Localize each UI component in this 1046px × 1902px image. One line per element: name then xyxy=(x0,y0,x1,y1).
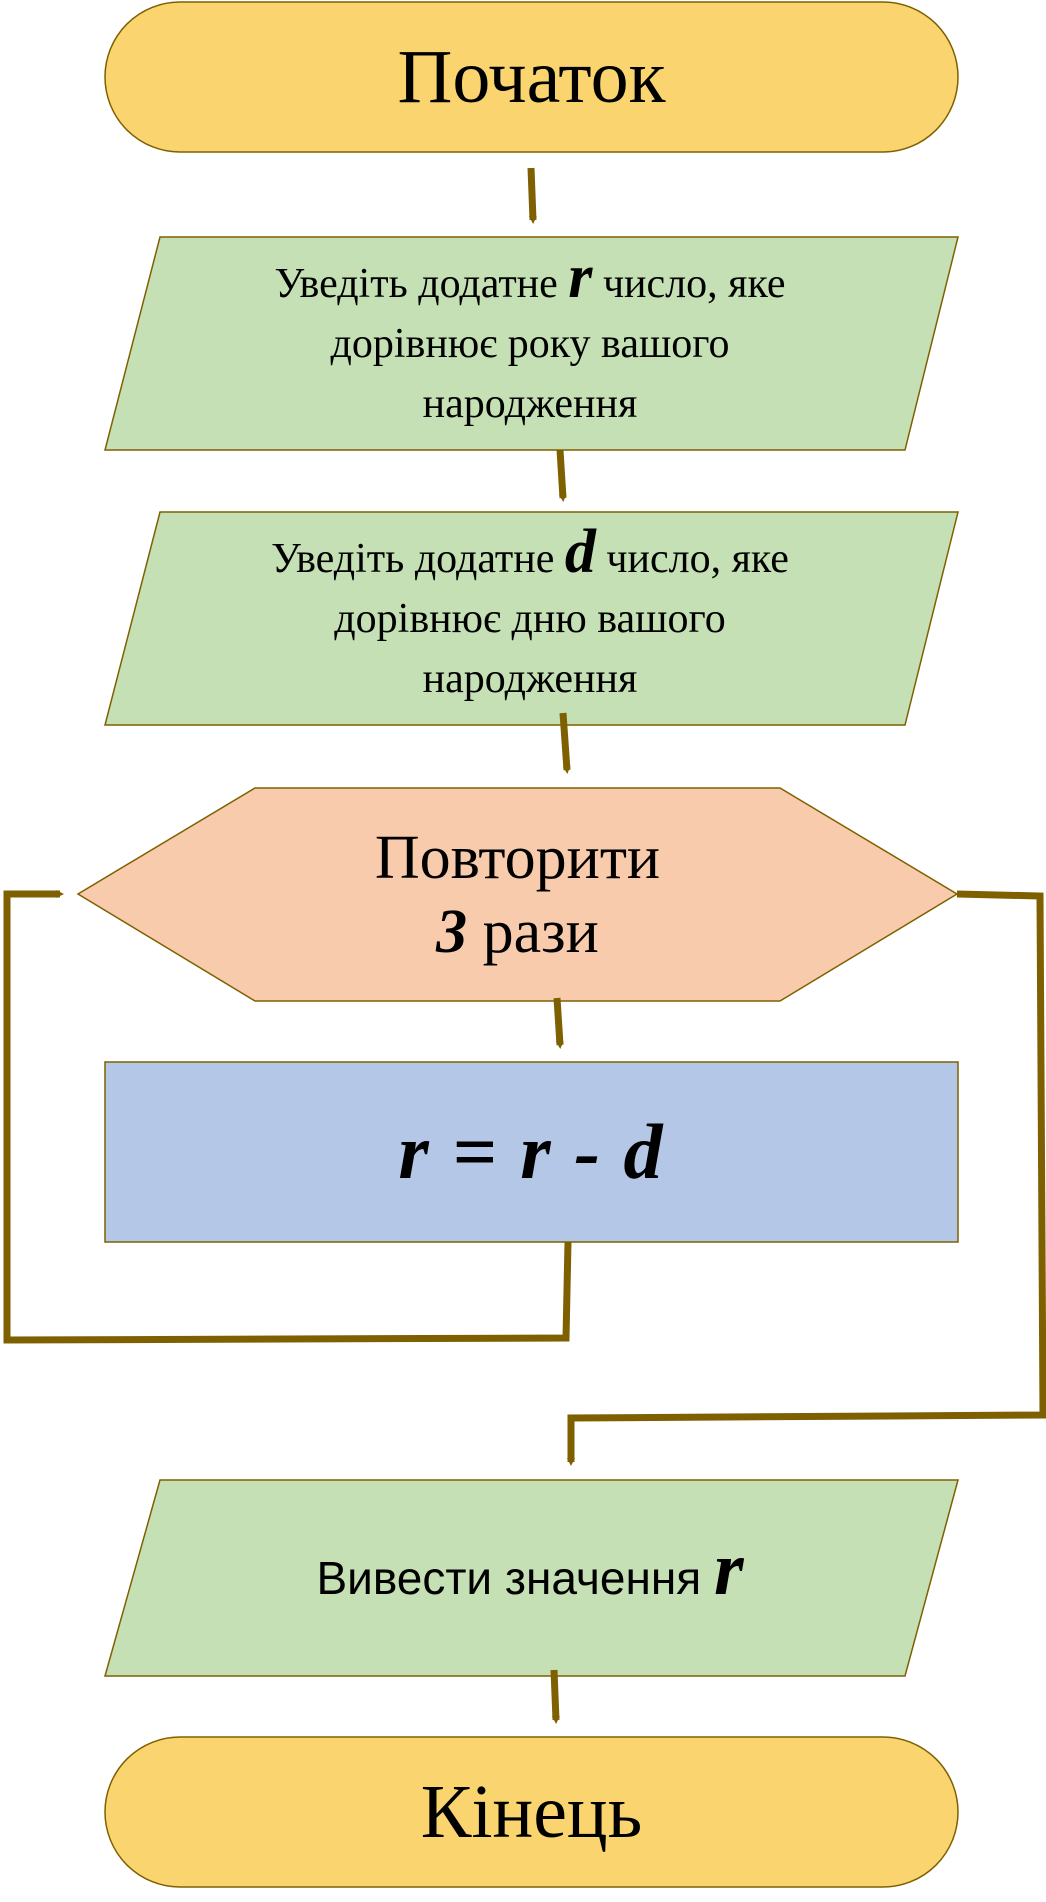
loop-text: Повторити 3 рази xyxy=(255,790,780,1000)
input-day-suffix: число, яке xyxy=(606,535,789,582)
input-year-line3: народження xyxy=(422,380,638,427)
process-formula: r = r - d xyxy=(398,1108,665,1195)
connector-output-to-end xyxy=(550,1669,560,1724)
connector-input-day-to-loop xyxy=(559,712,571,774)
connector-loop-back xyxy=(3,890,572,1344)
input-year-variable: r xyxy=(568,242,593,311)
input-day-variable: d xyxy=(564,517,596,586)
output-parallelogram xyxy=(104,1479,959,1677)
input-year-suffix: число, яке xyxy=(602,260,786,307)
loop-line1: Повторити xyxy=(374,824,661,892)
end-terminator xyxy=(104,1736,959,1888)
process-box xyxy=(104,1061,959,1243)
start-terminator xyxy=(104,1,959,153)
output-text-label: Вивести значення xyxy=(316,1552,702,1604)
input-year-parallelogram xyxy=(104,236,959,451)
input-day-line3: народження xyxy=(422,655,638,702)
connector-loop-exit xyxy=(567,890,1046,1466)
input-day-line1: Уведіть додатне d число, яке xyxy=(271,521,789,589)
input-day-prefix: Уведіть додатне xyxy=(271,535,555,582)
loop-unit: рази xyxy=(482,898,599,966)
input-day-parallelogram xyxy=(104,511,959,726)
loop-hexagon xyxy=(76,787,959,1002)
loop-count: 3 xyxy=(436,898,468,966)
input-year-text: Уведіть додатне r число, яке дорівнює ро… xyxy=(150,237,910,450)
connector-loop-to-process xyxy=(553,997,564,1049)
connector-input-year-to-input-day xyxy=(556,449,567,502)
input-day-line2: дорівнює дню вашого xyxy=(334,595,726,642)
connector-start-to-input-year xyxy=(527,167,537,224)
output-text: Вивести значення r xyxy=(150,1480,910,1676)
output-variable: r xyxy=(713,1527,744,1611)
start-label: Початок xyxy=(397,34,666,119)
end-label: Кінець xyxy=(420,1769,643,1854)
input-day-text: Уведіть додатне d число, яке дорівнює дн… xyxy=(150,512,910,725)
input-year-line2: дорівнює року вашого xyxy=(330,320,730,367)
input-year-line1: Уведіть додатне r число, яке xyxy=(274,246,786,314)
input-year-prefix: Уведіть додатне xyxy=(274,260,558,307)
loop-line2: 3 рази xyxy=(375,895,660,969)
